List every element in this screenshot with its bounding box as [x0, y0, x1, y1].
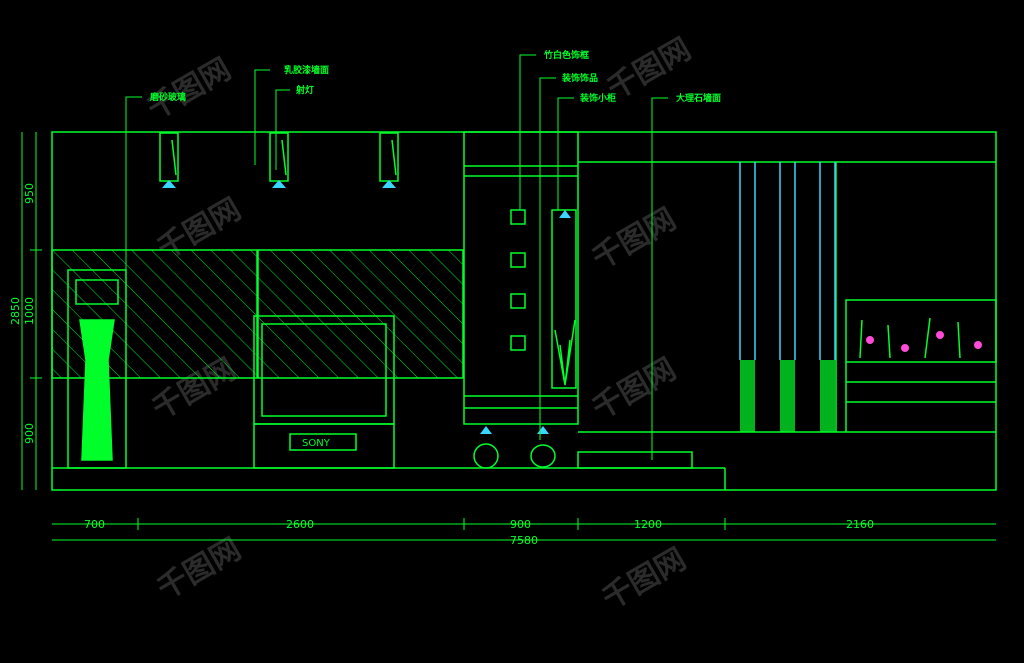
tv-brand-label: SONY — [302, 438, 331, 449]
label-spotlight: 射灯 — [295, 84, 314, 96]
dim-label-1000: 1000 — [23, 297, 36, 325]
label-decor-item: 装饰饰品 — [561, 72, 598, 84]
aquarium — [845, 299, 997, 432]
tv-set — [253, 315, 395, 469]
bubble-columns — [739, 162, 836, 432]
dim-label-2600: 2600 — [286, 518, 314, 531]
decor-clock — [473, 443, 499, 469]
leader-spotlight — [275, 89, 290, 170]
dim-label-900: 900 — [23, 423, 36, 444]
dim-ticks — [30, 249, 726, 530]
aquarium-plants — [859, 317, 982, 359]
frosted-glass-panel-right — [257, 249, 464, 379]
leader-decor-shelf — [557, 97, 574, 210]
decor-vase — [530, 444, 556, 468]
leader-decor-item — [539, 77, 556, 440]
dim-label-700: 700 — [84, 518, 105, 531]
dim-label-1200: 1200 — [634, 518, 662, 531]
air-conditioner — [67, 269, 127, 469]
watermark-text: 千图网 — [152, 532, 247, 607]
leader-bamboo-frame — [519, 54, 536, 210]
spotlight-2 — [269, 132, 289, 182]
watermark-text: 千图网 — [587, 202, 682, 277]
dim-label-2160: 2160 — [846, 518, 874, 531]
leader-frosted-glass — [125, 96, 142, 270]
dim-label-900-h: 900 — [510, 518, 531, 531]
watermark-text: 千图网 — [597, 542, 692, 617]
label-decor-shelf: 装饰小柜 — [579, 92, 616, 104]
label-latex-paint: 乳胶漆墙面 — [284, 64, 329, 76]
leader-latex-paint — [254, 69, 270, 165]
label-marble: 大理石墙面 — [676, 92, 721, 104]
label-frosted-glass: 磨砂玻璃 — [149, 91, 186, 103]
dim-label-total: 7580 — [510, 534, 538, 547]
frosted-glass-panel-left — [51, 249, 258, 379]
decor-cabinet — [463, 131, 579, 425]
leader-marble — [651, 97, 668, 460]
watermark-text: 千图网 — [142, 52, 237, 127]
dim-label-2850: 2850 — [9, 297, 22, 325]
watermark-text: 千图网 — [587, 352, 682, 427]
dim-label-950: 950 — [23, 183, 36, 204]
label-bamboo-frame: 竹白色饰框 — [543, 49, 589, 61]
spotlight-3 — [379, 132, 399, 182]
spotlight-1 — [159, 132, 179, 182]
